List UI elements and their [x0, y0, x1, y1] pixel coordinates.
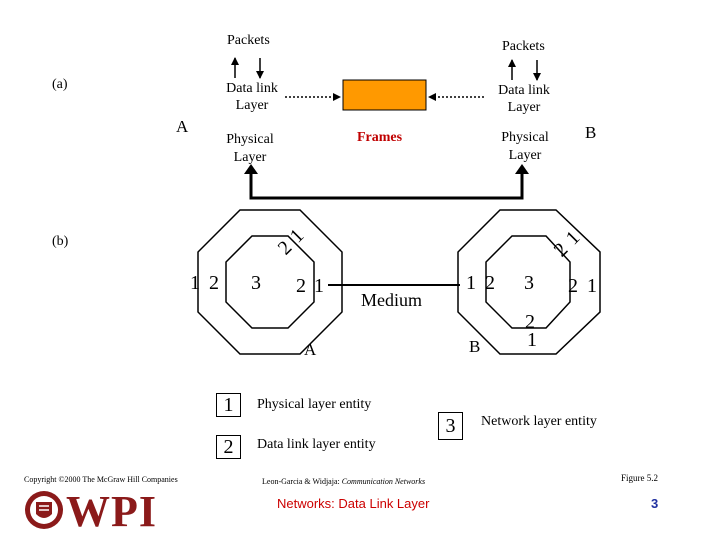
left-physical-line1: Physical	[226, 132, 274, 147]
left-node-right-2: 2	[296, 275, 306, 297]
part-a-node-a-label: A	[176, 117, 189, 136]
part-b-label: (b)	[52, 234, 69, 249]
left-physical-layer-label: Physical Layer	[210, 133, 290, 165]
physical-link-left-head	[244, 164, 258, 174]
legend-text-physical: Physical layer entity	[257, 397, 372, 412]
right-data-link-line1: Data link	[498, 83, 550, 98]
left-packets-label: Packets	[227, 33, 270, 48]
wpi-logo-text: WPI	[66, 487, 157, 536]
left-data-link-line1: Data link	[226, 81, 278, 96]
part-b-node-a-label: A	[304, 340, 317, 359]
left-node-left-1: 1	[190, 272, 200, 294]
legend-key-physical: 1	[216, 393, 241, 417]
right-node-outer-octagon	[457, 209, 601, 355]
part-b-node-b-label: B	[469, 337, 481, 356]
citation-title: Communication Networks	[341, 477, 426, 486]
figure-label: Figure 5.2	[621, 473, 658, 483]
physical-link-line	[249, 172, 524, 200]
right-node-left-2: 2	[485, 272, 495, 294]
legend-text-network: Network layer entity	[481, 414, 597, 429]
legend-text-data-link: Data link layer entity	[257, 437, 376, 452]
right-physical-line2: Layer	[508, 148, 542, 163]
right-node-left-1: 1	[466, 272, 476, 294]
frame-box	[342, 79, 427, 111]
left-node-inner-octagon	[225, 235, 315, 329]
physical-link-right-head	[515, 164, 529, 174]
right-node-right-2: 2	[568, 275, 578, 297]
wpi-seal-logo	[24, 488, 64, 532]
legend-key-data-link: 2	[216, 435, 241, 459]
frames-label: Frames	[357, 130, 403, 145]
right-data-link-line2: Layer	[507, 100, 541, 115]
legend-key-network: 3	[438, 412, 463, 440]
page-number: 3	[651, 496, 659, 511]
right-packets-label: Packets	[502, 39, 545, 54]
right-physical-line1: Physical	[501, 130, 549, 145]
citation-authors: Leon-Garcia & Widjaja:	[262, 477, 340, 486]
citation-text: Leon-Garcia & Widjaja: Communication Net…	[262, 478, 425, 486]
right-node-right-1: 1	[587, 275, 597, 297]
right-node-bottom-2: 2	[525, 311, 535, 333]
left-node-right-1: 1	[314, 275, 324, 297]
part-a-node-b-label: B	[585, 123, 597, 142]
right-node-inner-octagon	[485, 235, 571, 329]
left-node-left-2: 2	[209, 272, 219, 294]
right-physical-layer-label: Physical Layer	[485, 131, 565, 163]
right-node-center-3: 3	[524, 272, 534, 294]
seal-icon	[25, 491, 63, 529]
left-physical-line2: Layer	[233, 150, 267, 165]
slide-title: Networks: Data Link Layer	[277, 496, 430, 511]
medium-label: Medium	[361, 290, 422, 310]
right-data-link-layer-label: Data link Layer	[484, 84, 564, 115]
left-node-center-3: 3	[251, 272, 261, 294]
part-a-label: (a)	[52, 77, 68, 92]
left-data-link-layer-label: Data link Layer	[212, 82, 292, 113]
right-node-bottom-1: 1	[527, 329, 537, 351]
left-node-outer-octagon	[197, 209, 343, 355]
copyright-text: Copyright ©2000 The McGraw Hill Companie…	[24, 475, 178, 484]
left-data-link-line2: Layer	[235, 98, 269, 113]
